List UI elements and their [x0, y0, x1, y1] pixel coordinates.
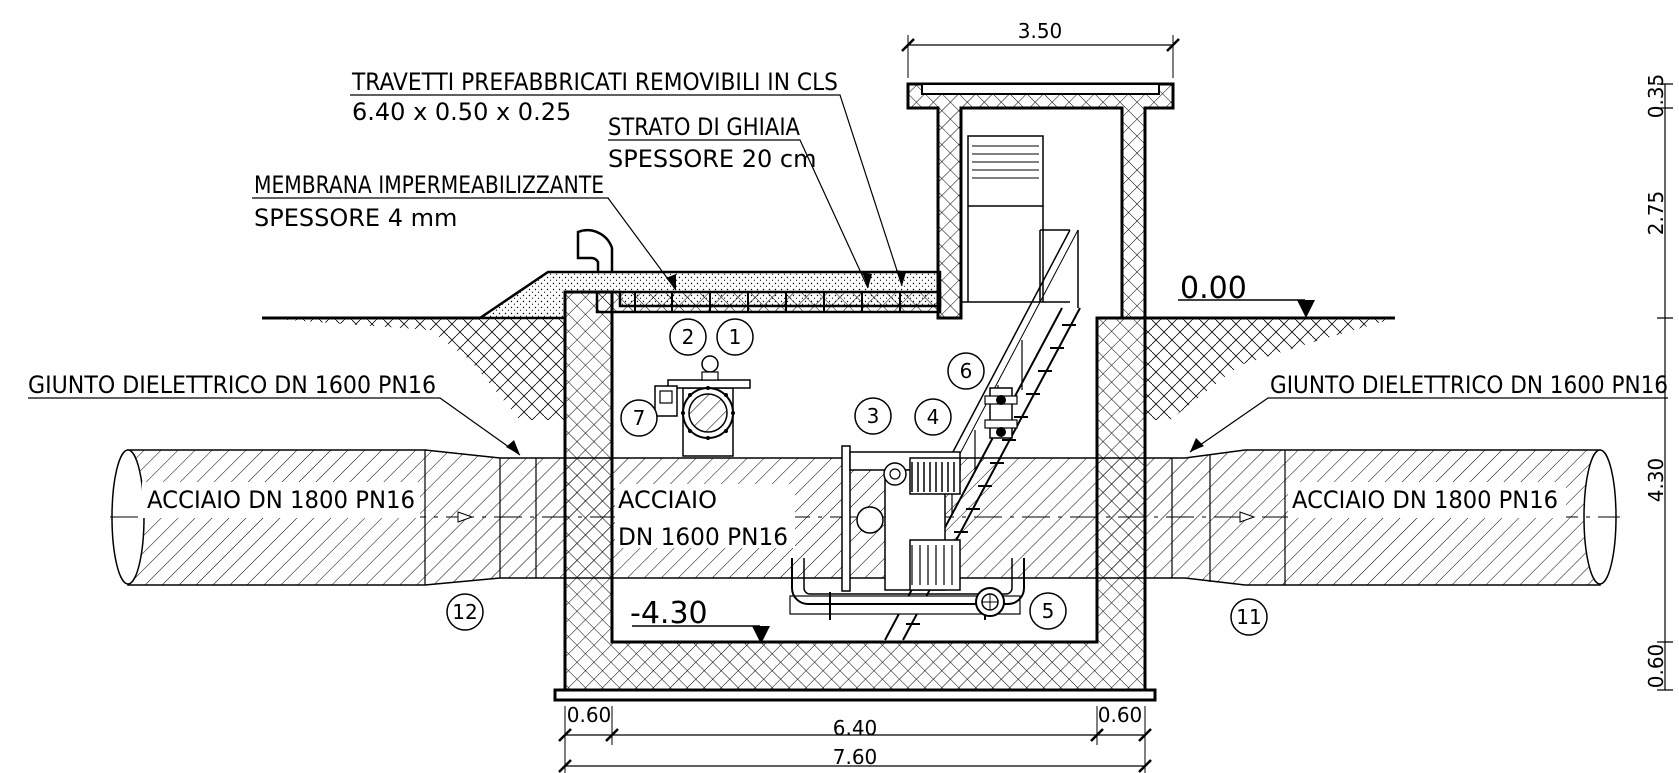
label-giunto-right: GIUNTO DIELETTRICO DN 1600 PN16	[1270, 371, 1668, 399]
dim-wall-right: 0.60	[1098, 703, 1143, 727]
dim-house-width: 3.50	[1018, 19, 1063, 43]
marker-2: 2	[669, 318, 707, 356]
svg-text:3: 3	[867, 404, 880, 428]
vent-pipe	[576, 229, 614, 272]
level-bottom: -4.30	[630, 596, 708, 631]
access-house	[906, 82, 1175, 320]
marker-12: 12	[446, 593, 484, 631]
svg-text:7: 7	[633, 406, 646, 430]
leader-lines	[28, 94, 1668, 456]
level-ground: 0.00	[1180, 271, 1247, 306]
marker-4: 4	[914, 398, 952, 436]
label-pipe-left: ACCIAIO DN 1800 PN16	[147, 486, 415, 514]
label-giunto-left: GIUNTO DIELETTRICO DN 1600 PN16	[28, 371, 436, 399]
soil-right	[1145, 316, 1395, 420]
svg-text:6: 6	[960, 359, 973, 383]
svg-text:5: 5	[1042, 599, 1055, 623]
label-membrana-line1: MEMBRANA IMPERMEABILIZZANTE	[254, 171, 604, 199]
level-ground-marker	[1178, 299, 1315, 318]
marker-7: 7	[620, 399, 658, 437]
marker-1: 1	[716, 318, 754, 356]
marker-6: 6	[947, 352, 985, 390]
dim-inner-width: 6.40	[833, 716, 878, 740]
marker-5: 5	[1029, 592, 1067, 630]
pump-assembly	[789, 445, 1025, 620]
svg-text:4: 4	[927, 405, 940, 429]
label-pipe-center-line2: DN 1600 PN16	[618, 523, 788, 551]
dim-v-chamber: 4.30	[1644, 458, 1668, 503]
level-bottom-marker	[632, 625, 770, 644]
svg-text:2: 2	[682, 325, 695, 349]
dimension-lines	[558, 35, 1673, 773]
label-ghiaia-line1: STRATO DI GHIAIA	[608, 113, 801, 141]
dim-v-top: 0.35	[1644, 74, 1668, 119]
marker-3: 3	[854, 397, 892, 435]
svg-text:1: 1	[729, 325, 742, 349]
label-membrana-line2: SPESSORE 4 mm	[254, 204, 457, 232]
dim-v-base: 0.60	[1644, 644, 1668, 689]
label-pipe-center-line1: ACCIAIO	[618, 486, 717, 514]
chamber-walls	[553, 290, 1157, 702]
stair-valve	[984, 387, 1018, 439]
marker-11: 11	[1230, 598, 1268, 636]
label-ghiaia-line2: SPESSORE 20 cm	[608, 145, 816, 173]
label-travetti-line2: 6.40 x 0.50 x 0.25	[352, 98, 571, 126]
label-pipe-right: ACCIAIO DN 1800 PN16	[1292, 486, 1558, 514]
upper-valve	[654, 355, 751, 457]
svg-text:12: 12	[452, 600, 477, 624]
dim-total-width: 7.60	[833, 745, 878, 769]
svg-text:11: 11	[1236, 605, 1261, 629]
label-travetti-line1: TRAVETTI PREFABBRICATI REMOVIBILI IN CLS	[351, 68, 838, 96]
precast-beams	[595, 290, 942, 314]
soil-left	[260, 316, 565, 420]
dim-wall-left: 0.60	[567, 703, 612, 727]
dim-v-house: 2.75	[1644, 191, 1668, 236]
